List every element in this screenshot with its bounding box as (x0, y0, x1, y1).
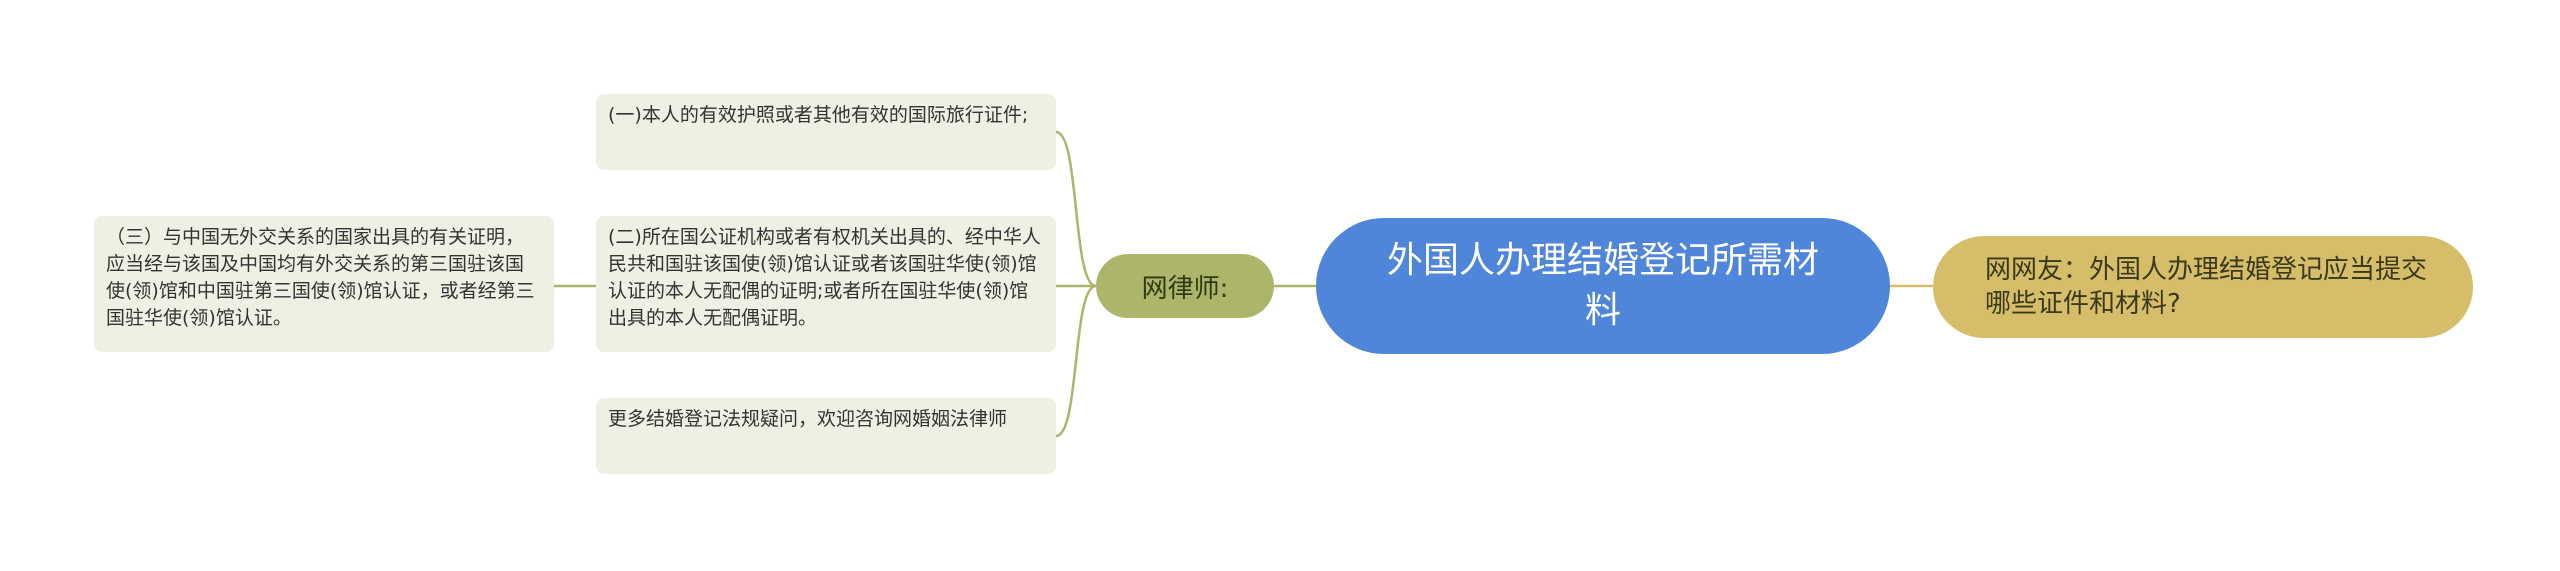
edge-left-branch-to-leaf-1 (1055, 130, 1097, 288)
branch-node-lawyer[interactable]: 网律师: (1096, 254, 1274, 318)
branch-node-lawyer-label: 网律师: (1141, 273, 1229, 304)
leaf-node-consult-more[interactable]: 更多结婚登记法规疑问，欢迎咨询网婚姻法律师 (596, 398, 1056, 474)
root-node-label: 外国人办理结婚登记所需材料 (1386, 240, 1819, 331)
leaf-node-no-spouse-proof[interactable]: (二)所在国公证机构或者有权机关出具的、经中华人民共和国驻该国使(领)馆认证或者… (596, 216, 1056, 352)
leaf-node-third-country-label: （三）与中国无外交关系的国家出具的有关证明，应当经与该国及中国均有外交关系的第三… (106, 226, 535, 329)
branch-node-question-label: 网网友：外国人办理结婚登记应当提交哪些证件和材料? (1985, 255, 2428, 319)
leaf-node-passport-label: (一)本人的有效护照或者其他有效的国际旅行证件; (608, 104, 1029, 126)
leaf-node-no-spouse-proof-label: (二)所在国公证机构或者有权机关出具的、经中华人民共和国驻该国使(领)馆认证或者… (608, 226, 1041, 329)
edge-left-branch-to-leaf-3 (1055, 284, 1097, 438)
leaf-node-third-country[interactable]: （三）与中国无外交关系的国家出具的有关证明，应当经与该国及中国均有外交关系的第三… (94, 216, 554, 352)
root-node[interactable]: 外国人办理结婚登记所需材料 (1316, 218, 1890, 354)
branch-node-question[interactable]: 网网友：外国人办理结婚登记应当提交哪些证件和材料? (1933, 236, 2473, 338)
leaf-node-passport[interactable]: (一)本人的有效护照或者其他有效的国际旅行证件; (596, 94, 1056, 170)
leaf-node-consult-more-label: 更多结婚登记法规疑问，欢迎咨询网婚姻法律师 (608, 408, 1008, 430)
